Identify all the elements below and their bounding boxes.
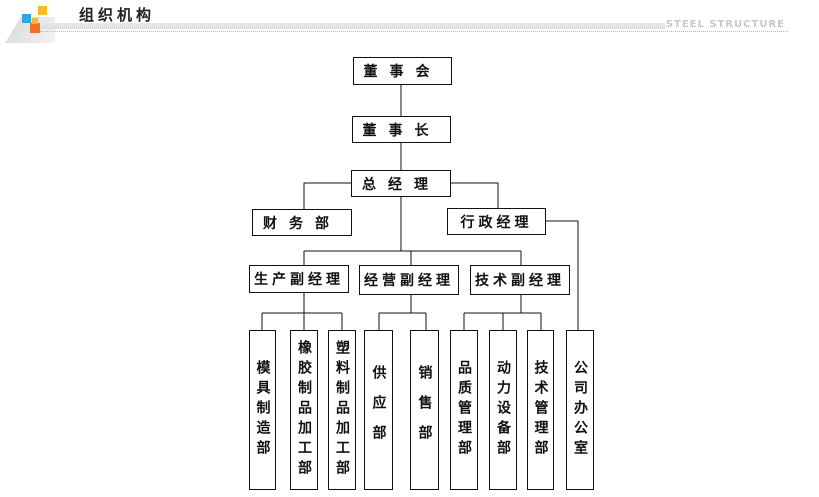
supply-dept-node: 供应部 — [364, 330, 393, 490]
tech-mgmt-dept-node: 技术管理部 — [527, 330, 554, 490]
rubber-dept-node: 橡胶制品加工部 — [290, 330, 318, 490]
general-manager-node: 总经理 — [351, 170, 451, 197]
mold-dept-node: 模具制造部 — [249, 330, 276, 490]
production-vp-node: 生产副经理 — [249, 265, 349, 293]
header-subtitle: STEEL STRUCTURE — [665, 19, 785, 30]
header-divider — [40, 31, 788, 33]
quality-dept-node: 品质管理部 — [450, 330, 478, 490]
company-office-node: 公司办公室 — [566, 330, 594, 490]
operations-vp-node: 经营副经理 — [359, 265, 459, 295]
header-band — [40, 23, 665, 29]
finance-dept-node: 财务部 — [252, 209, 352, 236]
board-of-directors-node: 董事会 — [353, 57, 452, 85]
sales-dept-node: 销售部 — [410, 330, 439, 490]
admin-manager-node: 行政经理 — [447, 208, 546, 235]
equipment-dept-node: 动力设备部 — [489, 330, 517, 490]
plastic-dept-node: 塑料制品加工部 — [328, 330, 356, 490]
logo-icon — [22, 6, 54, 34]
chairman-node: 董事长 — [352, 116, 451, 143]
page-title: 组织机构 — [79, 6, 156, 24]
technical-vp-node: 技术副经理 — [470, 265, 570, 295]
